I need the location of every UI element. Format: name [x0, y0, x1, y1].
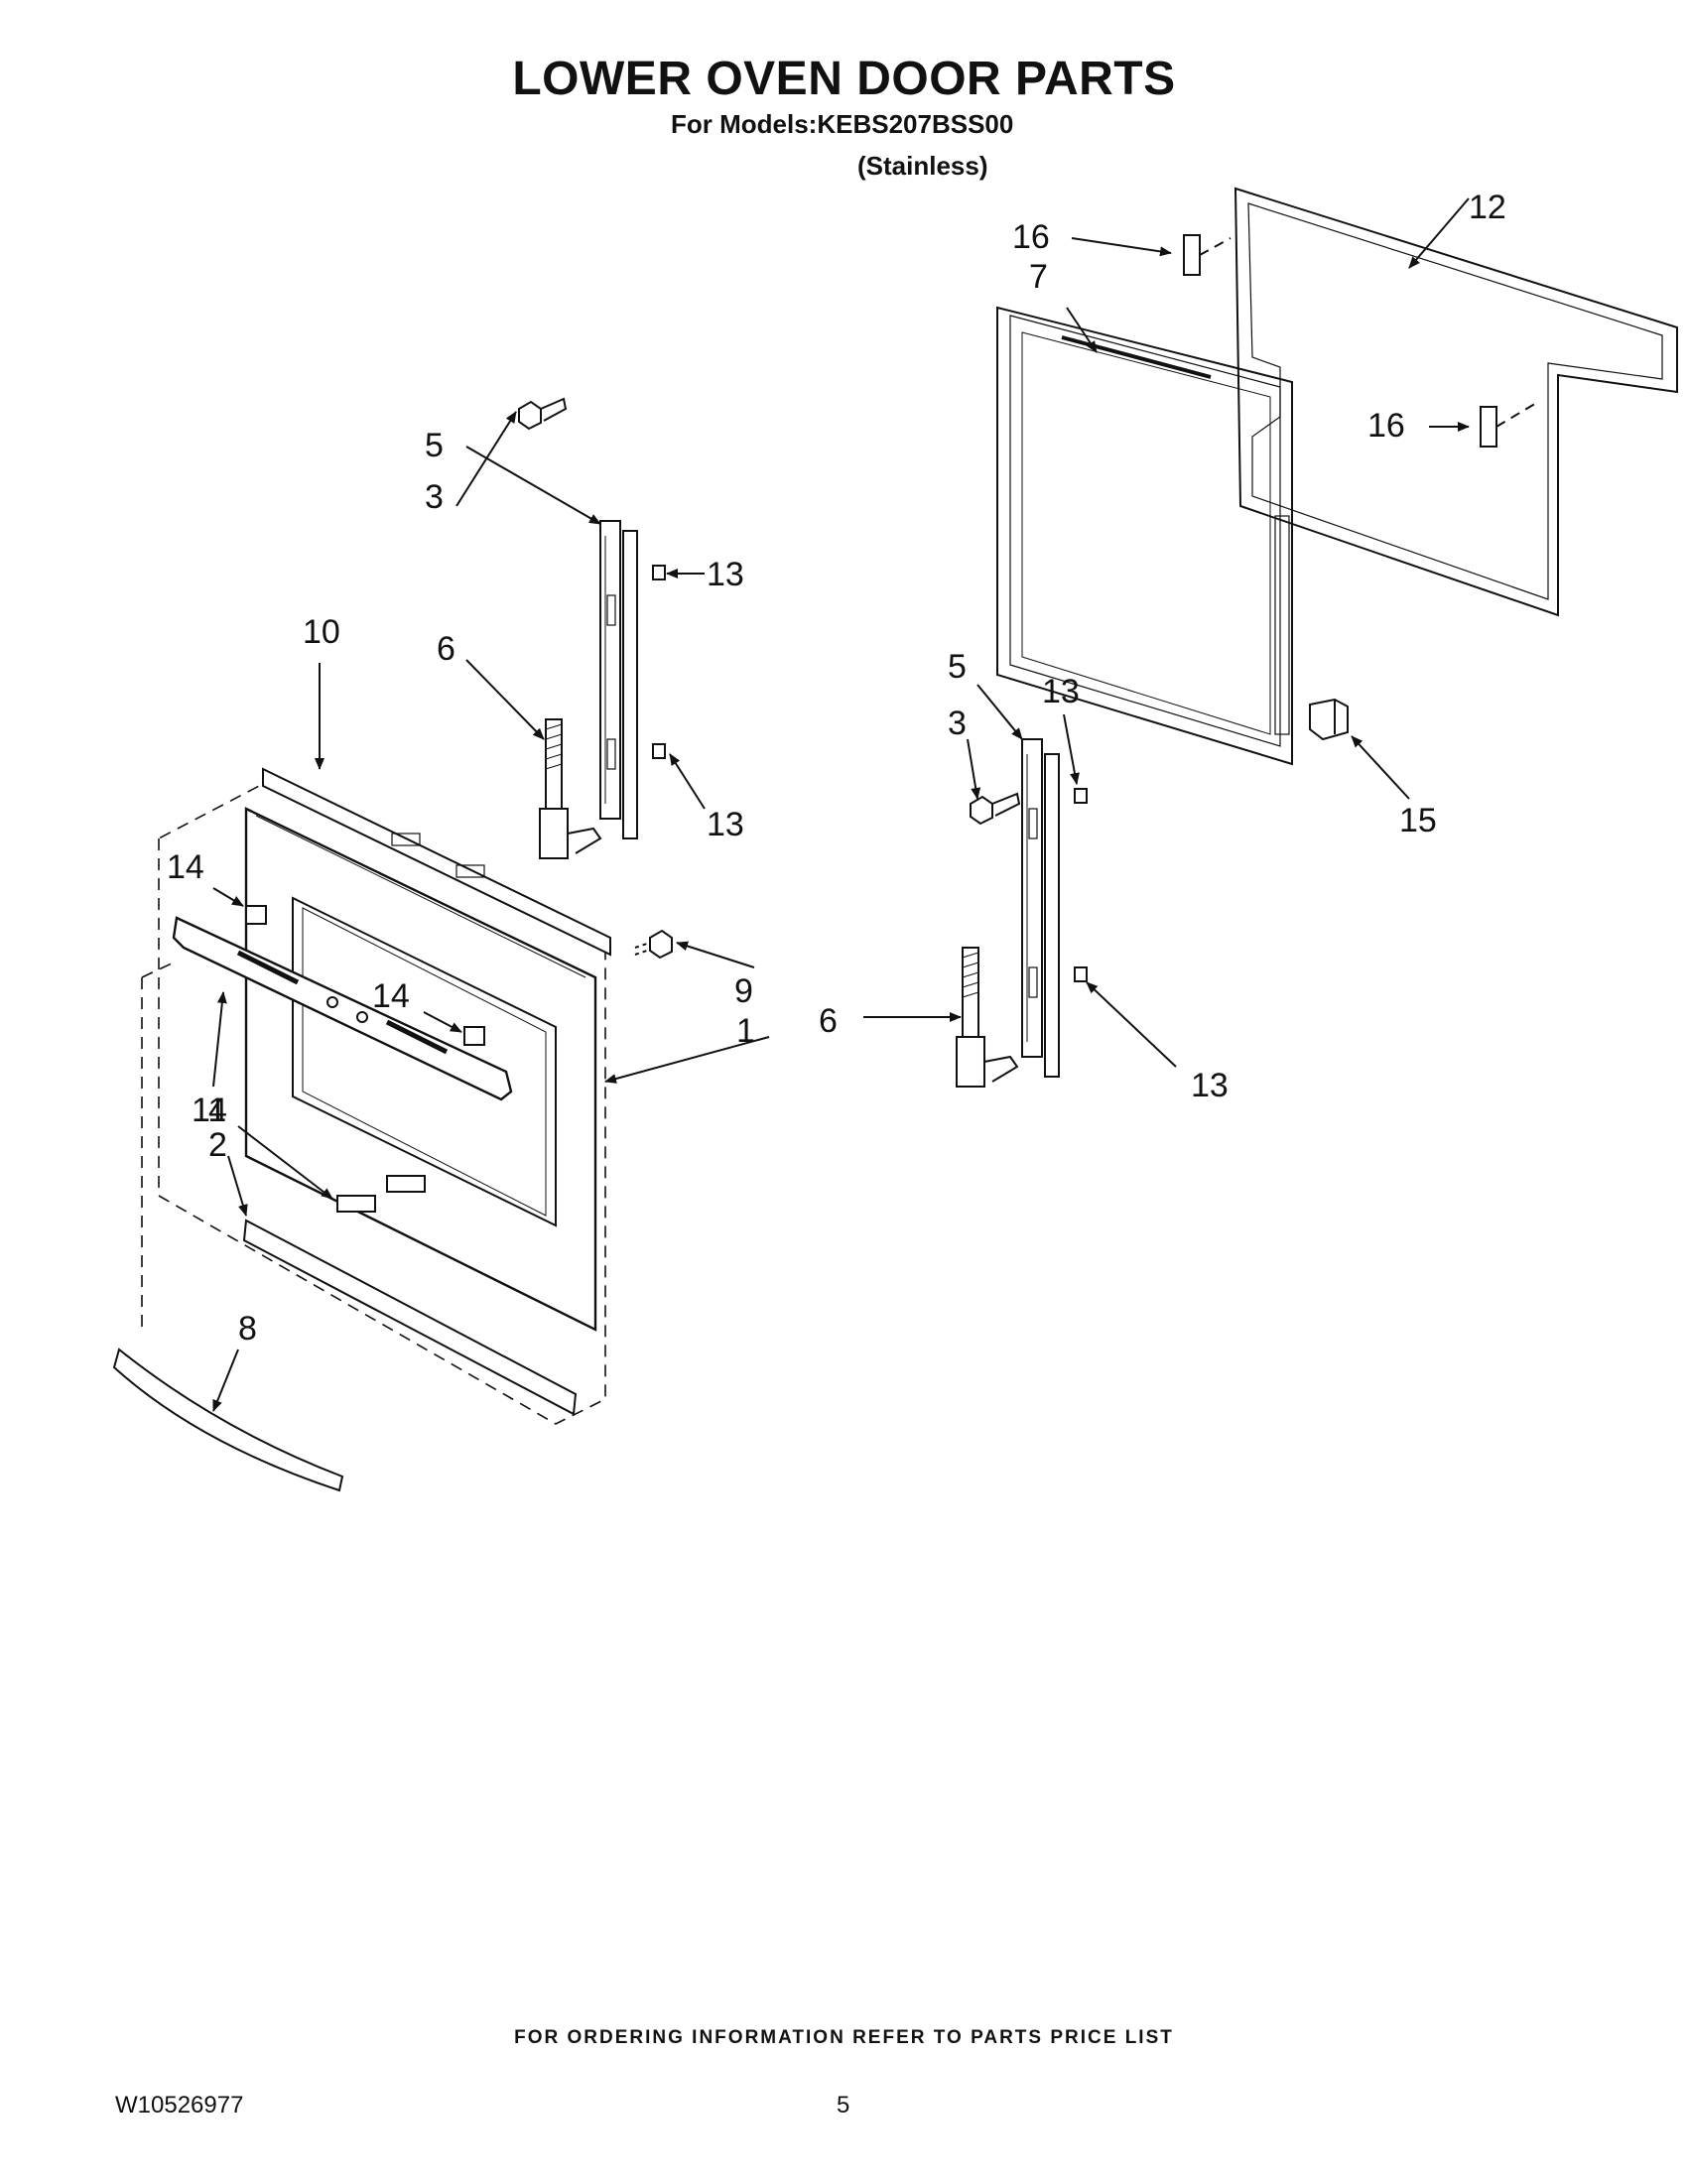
upper-hinge-spring — [539, 718, 602, 859]
callout-13-lower-b: 13 — [1191, 1067, 1229, 1104]
lower-hinge-spring — [956, 947, 1019, 1088]
callout-14-left: 14 — [167, 848, 204, 886]
callout-11: 11 — [192, 1092, 226, 1129]
handle-label-right — [463, 1026, 485, 1046]
callout-4: 4 — [208, 1092, 227, 1129]
callout-14-center: 14 — [372, 977, 410, 1015]
lower-screw — [970, 792, 1021, 826]
door-assembly-boundary — [158, 783, 606, 1425]
document-number: W10526977 — [115, 2092, 244, 2119]
callout-12: 12 — [1469, 189, 1506, 226]
upper-hinge-assembly — [599, 520, 638, 839]
door-handle — [172, 916, 513, 1101]
callout-15: 15 — [1399, 802, 1437, 839]
lower-clip-b — [1074, 966, 1088, 982]
page-title: LOWER OVEN DOOR PARTS — [512, 53, 1176, 105]
callout-3-upper: 3 — [425, 478, 444, 516]
callout-5-upper: 5 — [425, 427, 444, 464]
callout-8: 8 — [238, 1310, 257, 1348]
door-screw — [634, 929, 673, 960]
inner-door-panel — [996, 306, 1293, 766]
callout-2: 2 — [208, 1126, 227, 1164]
glass-spacer-top — [1183, 234, 1201, 276]
handle-end-cap — [112, 1348, 344, 1492]
finish-line: (Stainless) — [857, 151, 988, 181]
lower-hinge-assembly — [1021, 738, 1060, 1078]
ordering-note: FOR ORDERING INFORMATION REFER TO PARTS … — [514, 2027, 1174, 2048]
upper-screw — [518, 397, 568, 431]
callout-6-upper: 6 — [437, 630, 455, 668]
outer-door-panel — [244, 807, 597, 1332]
callout-5-lower: 5 — [948, 648, 967, 686]
callout-1: 1 — [736, 1012, 755, 1050]
outer-glass-panel — [1234, 187, 1678, 617]
page-number: 5 — [837, 2092, 850, 2119]
callout-6-lower: 6 — [819, 1002, 838, 1040]
handle-label-left — [245, 905, 267, 925]
glass-spacer-right — [1480, 406, 1497, 448]
callout-16-top: 16 — [1012, 218, 1050, 256]
callout-16-right: 16 — [1367, 407, 1405, 445]
callout-13-upper-b: 13 — [707, 806, 744, 843]
callout-13-lower-a: 13 — [1042, 673, 1080, 710]
upper-clip-a — [652, 565, 666, 580]
callout-9: 9 — [734, 972, 753, 1010]
callout-10: 10 — [303, 613, 340, 651]
upper-clip-b — [652, 743, 666, 759]
callout-7: 7 — [1029, 258, 1048, 296]
bottom-trim — [242, 1219, 578, 1416]
top-vent-trim — [262, 767, 611, 957]
callout-3-lower: 3 — [948, 705, 967, 742]
model-badge — [336, 1175, 426, 1213]
door-clip — [1309, 698, 1349, 741]
models-line: For Models:KEBS207BSS00 — [671, 109, 1014, 139]
callout-13-upper-a: 13 — [707, 556, 744, 593]
lower-clip-a — [1074, 788, 1088, 804]
